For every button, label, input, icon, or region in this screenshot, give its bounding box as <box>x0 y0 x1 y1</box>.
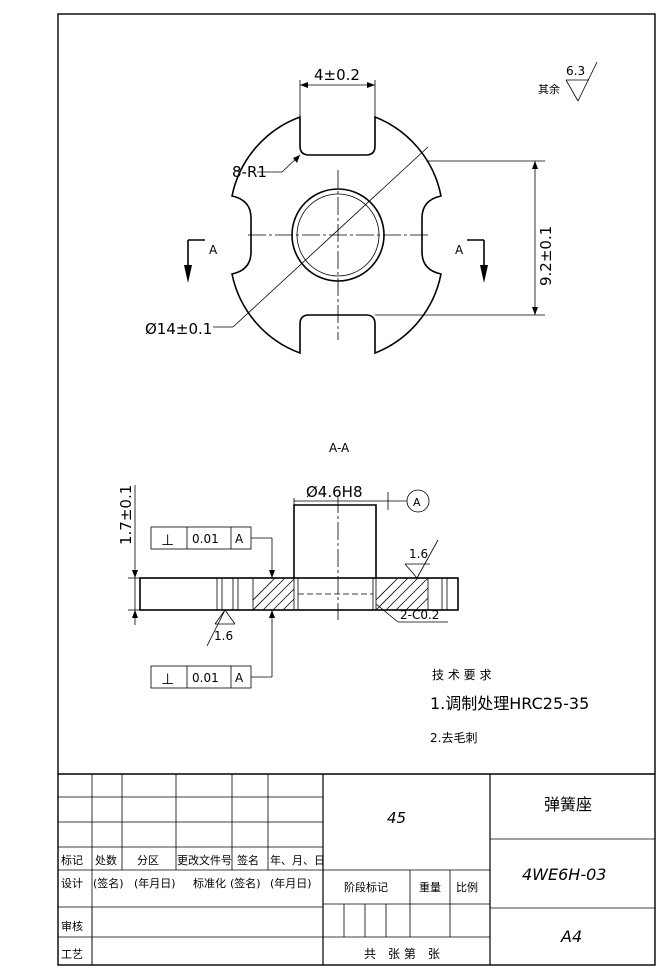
label-drawing-perp-tolerance: 0.01 <box>192 532 219 546</box>
label-title-block-review: 审核 <box>61 919 83 933</box>
label-title-block-h-doc: 更改文件号 <box>177 853 232 867</box>
label-title-block-h-count: 处数 <box>95 854 117 867</box>
part-outline <box>231 115 442 355</box>
label-drawing-perp-tolerance: 0.01 <box>192 671 219 685</box>
dim-diameter: Ø14±0.1 <box>145 320 212 338</box>
perpendicularity-frame-bottom: ⊥ 0.01 A <box>150 610 275 689</box>
label-title-block-scale: 比例 <box>456 880 478 894</box>
title-block: 标记 处数 分区 更改文件号 签名 年、月、日 设计 (签名) (年月日) 标准… <box>58 773 655 965</box>
perpendicularity-frame-top: ⊥ 0.01 A <box>150 526 275 578</box>
paper-size: A4 <box>560 927 582 946</box>
label-drawing-perp-datum: A <box>235 671 244 685</box>
label-drawing-roughness-bore: 1.6 <box>409 547 428 561</box>
datum-label: A <box>413 496 421 509</box>
label-drawing-roughness-bottom: 1.6 <box>214 629 233 643</box>
dim-bore: Ø4.6H8 <box>306 483 362 501</box>
notes-item-1: 1.调制处理HRC25-35 <box>430 694 589 713</box>
dim-thickness: 1.7±0.1 <box>117 485 135 545</box>
label-title-block-design: 设计 <box>61 877 83 890</box>
notes-item-2: 2.去毛刺 <box>430 731 477 745</box>
label-drawing-perp-symbol: ⊥ <box>161 670 174 688</box>
label-drawing-perp-symbol: ⊥ <box>161 531 174 549</box>
roughness-bottom: 1.6 <box>206 609 236 647</box>
notes-title: 技 术 要 求 <box>432 668 491 682</box>
hatch-left <box>252 577 295 611</box>
label-title-block-date-ymd: (年月日) <box>134 876 176 890</box>
hatch-right <box>375 577 429 611</box>
label-drawing-perp-datum: A <box>235 532 244 546</box>
label-title-block-standardize: 标准化 <box>193 876 226 890</box>
dim-height: 9.2±0.1 <box>537 226 555 286</box>
label-title-block-h-mark: 标记 <box>61 853 83 867</box>
label-title-block-date-ymd2: (年月日) <box>270 876 312 890</box>
part-name: 弹簧座 <box>544 795 592 814</box>
section-view: A-A <box>117 441 459 689</box>
roughness-default: 6.3 <box>566 64 585 78</box>
roughness-symbol <box>565 61 598 102</box>
section-mark-left: A <box>209 243 218 257</box>
label-title-block-sign-name2: (签名) <box>230 876 261 890</box>
label-title-block-h-sign: 签名 <box>237 853 259 867</box>
top-view: 4±0.2 8-R1 Ø14±0.1 9.2±0.1 A A <box>145 61 598 355</box>
label-title-block-sheets: 共 张 第 张 <box>364 947 440 961</box>
technical-requirements: 技 术 要 求 1.调制处理HRC25-35 2.去毛刺 <box>430 668 589 745</box>
dim-width: 4±0.2 <box>314 66 360 84</box>
roughness-note-label: 其余 <box>538 82 560 96</box>
dim-chamfer: 2-C0.2 <box>400 608 439 622</box>
flange <box>139 577 459 611</box>
section-title: A-A <box>329 441 350 455</box>
label-title-block-h-zone: 分区 <box>137 854 159 867</box>
section-mark-right: A <box>455 243 464 257</box>
label-title-block-sign-name: (签名) <box>93 876 124 890</box>
part-number: 4WE6H-03 <box>522 865 606 884</box>
sheet-border <box>57 13 656 966</box>
label-title-block-weight: 重量 <box>419 880 441 894</box>
roughness-bore: 1.6 <box>404 539 439 579</box>
label-title-block-stage-mark: 阶段标记 <box>344 880 388 894</box>
label-title-block-h-date: 年、月、日 <box>270 853 325 867</box>
dim-radius: 8-R1 <box>232 163 267 181</box>
label-title-block-process: 工艺 <box>61 948 83 961</box>
material: 45 <box>387 809 406 827</box>
